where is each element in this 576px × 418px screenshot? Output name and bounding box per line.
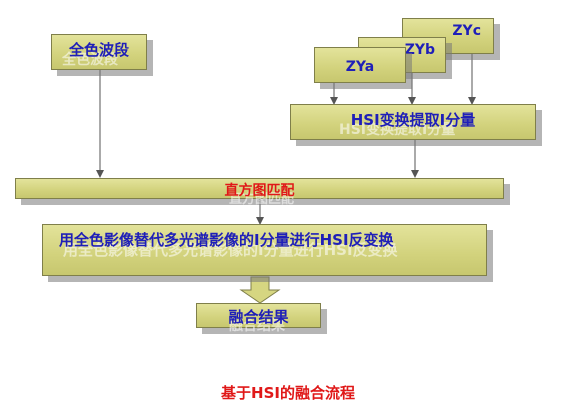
node-hsi-transform-label: HSI变换提取I分量	[350, 111, 476, 129]
arrow-replace-to-result	[239, 276, 281, 304]
node-hsi-transform: HSI变换提取I分量 HSI变换提取I分量	[290, 104, 536, 140]
node-zyb-label: ZYb	[404, 42, 435, 58]
node-result: 融合结果 融合结果	[196, 303, 321, 334]
node-zya: ZYa	[314, 47, 406, 83]
diagram-caption: 基于HSI的融合流程	[221, 384, 355, 402]
node-histogram-match-label: 直方图匹配	[224, 183, 295, 199]
node-pan-label: 全色波段	[68, 41, 129, 59]
node-replace-inverse: 用全色影像替代多光谱影像的I分量进行HSI反变换 用全色影像替代多光谱影像的I分…	[42, 224, 487, 276]
node-pan: 全色波段 全色波段	[51, 34, 147, 70]
node-result-label: 融合结果	[228, 308, 289, 326]
node-zyc: ZYc	[402, 18, 494, 54]
node-replace-inverse-label: 用全色影像替代多光谱影像的I分量进行HSI反变换	[59, 231, 394, 249]
node-zyc-label: ZYc	[452, 23, 481, 39]
node-histogram-match: 直方图匹配 直方图匹配	[15, 178, 504, 207]
node-zya-label: ZYa	[345, 59, 375, 75]
